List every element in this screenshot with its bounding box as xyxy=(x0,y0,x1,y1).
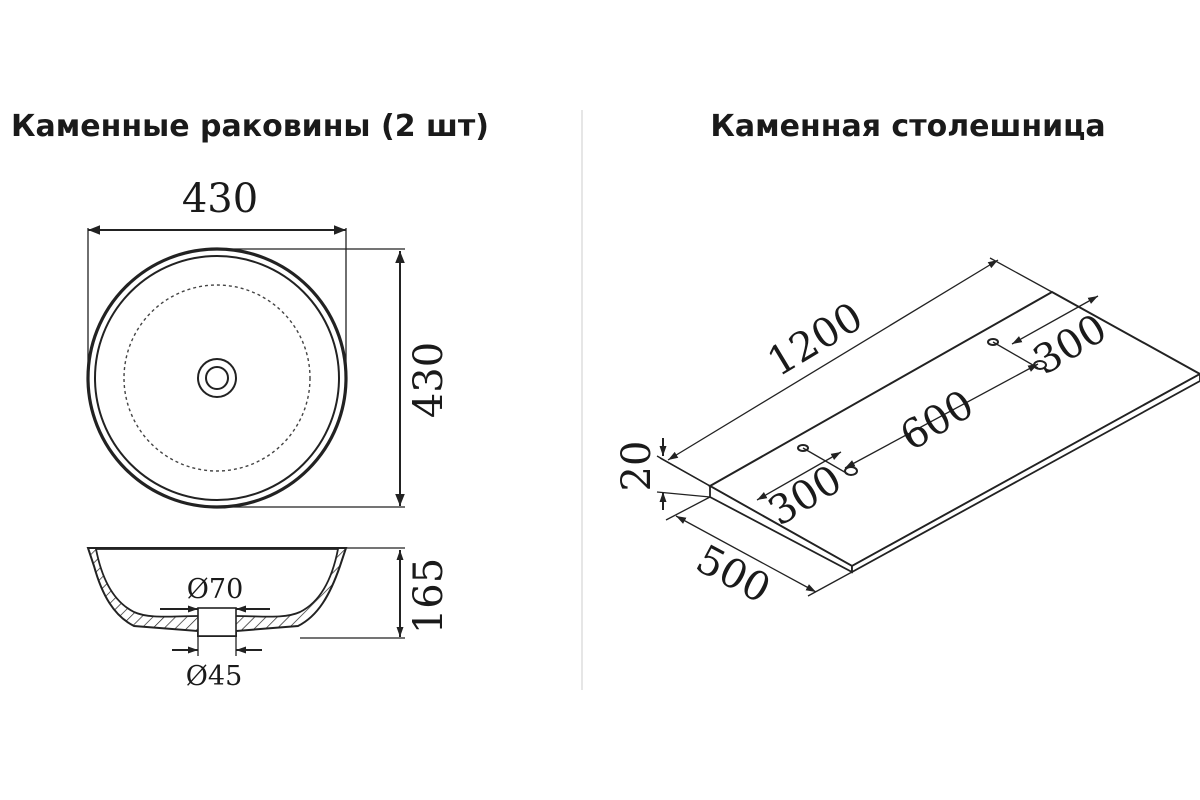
drain-inner-label: Ø45 xyxy=(186,661,243,692)
countertop-thickness-label: 20 xyxy=(614,441,660,492)
countertop-title: Каменная столешница xyxy=(710,109,1105,144)
sink-depth-label: 430 xyxy=(406,342,452,418)
sink-width-label: 430 xyxy=(182,176,258,222)
countertop-thickness-dimension: 20 xyxy=(614,438,711,510)
drain-channel xyxy=(197,607,237,637)
sink-width-dimension: 430 xyxy=(87,176,347,378)
countertop-width-label: 500 xyxy=(689,536,778,612)
countertop-side-face xyxy=(851,372,1200,574)
sink-side-view xyxy=(86,547,348,637)
sink-top-view xyxy=(86,247,348,509)
sink-height-label: 165 xyxy=(406,558,452,634)
drain-outer-dimension: Ø70 xyxy=(160,574,270,613)
sink-rim-inner xyxy=(94,255,340,501)
sinks-title: Каменные раковины (2 шт) xyxy=(11,109,489,144)
countertop-length-label: 1200 xyxy=(760,294,871,386)
drain-inner-dimension: Ø45 xyxy=(172,636,262,692)
sink-depth-dimension: 430 xyxy=(226,248,452,508)
drain-outer xyxy=(197,358,237,398)
sink-rim-outer xyxy=(86,247,348,509)
drain-outer-label: Ø70 xyxy=(187,574,244,605)
sink-height-dimension: 165 xyxy=(300,547,452,639)
sink-bowl-hidden-edge xyxy=(123,284,311,472)
drain-inner xyxy=(205,366,229,390)
